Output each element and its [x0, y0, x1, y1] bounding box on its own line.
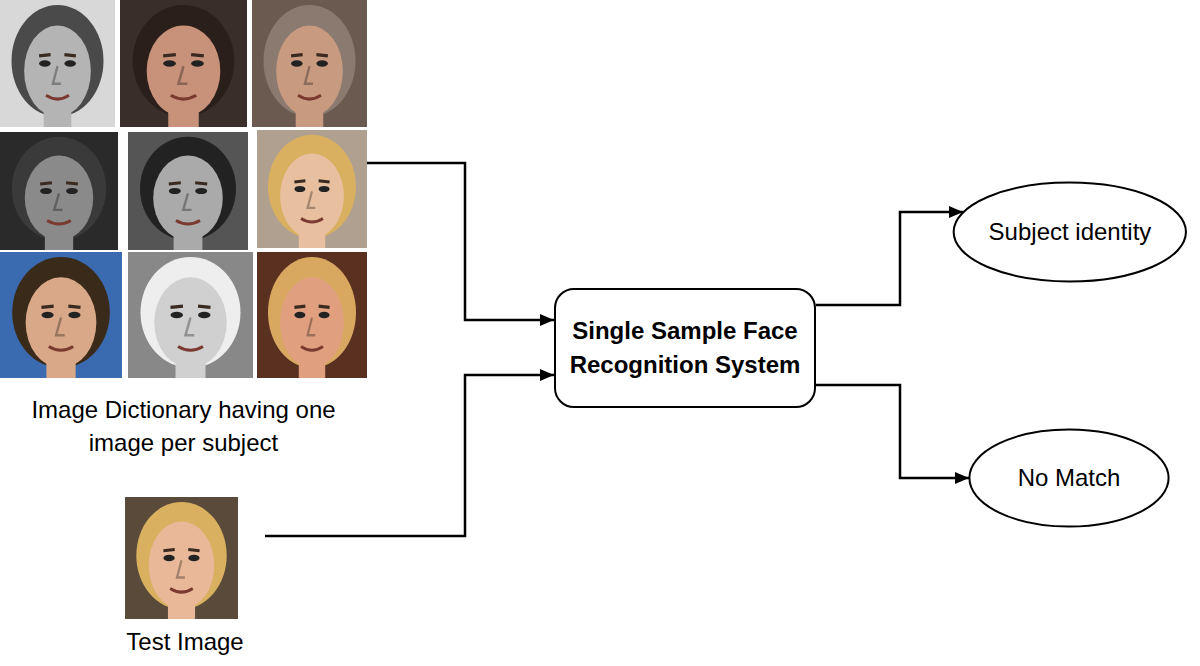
node-label: Single Sample Face Recognition System	[567, 314, 803, 381]
dictionary-photo	[252, 0, 367, 127]
image-caption: Image Dictionary having one image per su…	[24, 393, 344, 460]
output-ellipse: Subject identity	[952, 181, 1188, 283]
dictionary-group: Image Dictionary having one image per su…	[0, 0, 367, 462]
node-label: No Match	[1018, 461, 1121, 495]
arrow-connector	[816, 212, 963, 305]
dictionary-photo	[257, 252, 367, 378]
process-box: Single Sample Face Recognition System	[554, 288, 816, 408]
dictionary-photo	[0, 132, 118, 250]
dictionary-photo	[128, 132, 248, 250]
arrow-connector	[367, 163, 554, 320]
dictionary-photo	[257, 130, 367, 248]
dictionary-photo	[120, 0, 247, 127]
dictionary-photo	[0, 252, 122, 378]
node-label: Subject identity	[989, 215, 1152, 249]
arrow-connector	[816, 385, 969, 478]
image-caption: Test Image	[126, 625, 243, 659]
test-photo	[125, 497, 238, 619]
dictionary-photo	[0, 0, 115, 127]
test-image-group: Test Image	[105, 495, 265, 661]
output-ellipse: No Match	[968, 428, 1170, 528]
dictionary-photo	[128, 252, 253, 378]
